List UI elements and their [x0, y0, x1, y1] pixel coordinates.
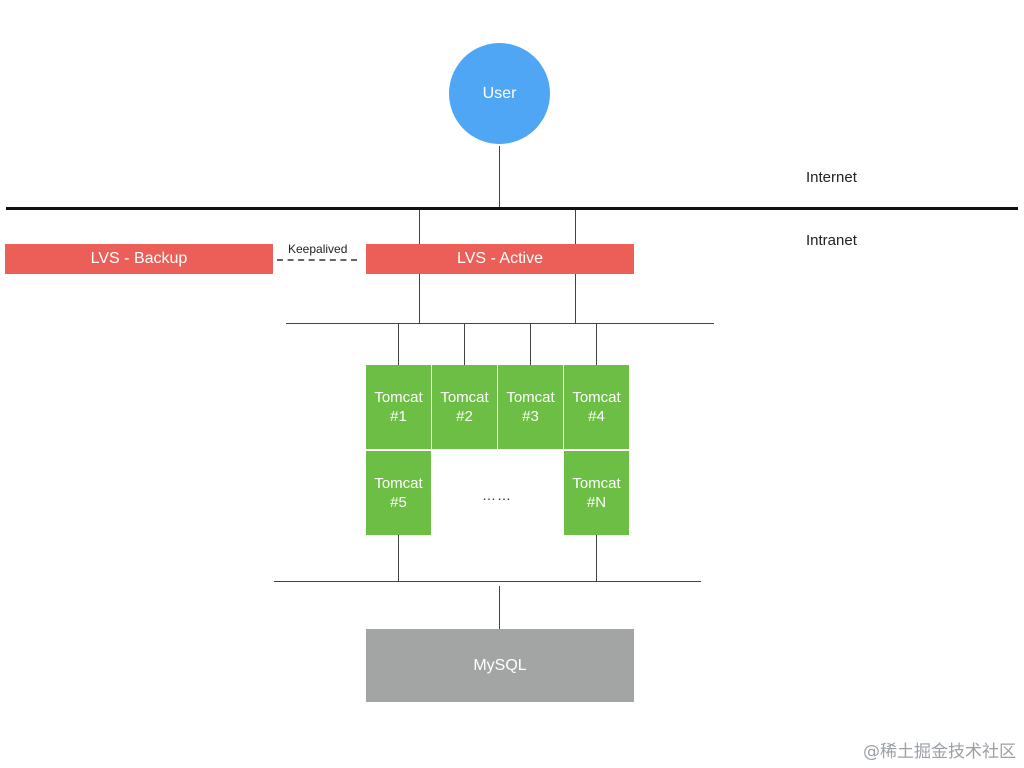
more-tomcats-ellipsis: …… [482, 487, 512, 503]
backbone-to-lvs-left [419, 210, 420, 244]
internet-backbone [6, 207, 1018, 210]
tomcat-name: Tomcat [374, 389, 423, 406]
watermark: @稀土掘金技术社区 [863, 742, 1016, 762]
tomcat-node: Tomcat #4 [564, 365, 629, 449]
user-connector [499, 146, 500, 208]
tomcat-id: #N [586, 494, 607, 511]
keepalived-label: Keepalived [288, 242, 348, 256]
tomcat-name: Tomcat [374, 475, 423, 492]
internet-label: Internet [806, 169, 857, 186]
tomcat-id: #3 [522, 408, 539, 425]
mysql-node: MySQL [366, 629, 634, 702]
tomcat-name: Tomcat [572, 475, 621, 492]
tomcat-name: Tomcat [572, 389, 621, 406]
lvs-backup-node: LVS - Backup [5, 244, 273, 274]
lvs-active-label: LVS - Active [457, 250, 543, 267]
tomcat-id: #1 [390, 408, 407, 425]
bus-drop-3 [530, 324, 531, 365]
tomcat-node: Tomcat #3 [498, 365, 563, 449]
lvs-down-left [419, 274, 420, 324]
mysql-label: MySQL [473, 656, 527, 674]
lvs-backup-label: LVS - Backup [90, 250, 188, 267]
bus-drop-2 [464, 324, 465, 365]
user-node: User [449, 43, 550, 144]
user-label: User [482, 84, 517, 102]
tomcat-id: #5 [390, 494, 407, 511]
tomcat-id: #2 [456, 408, 473, 425]
bus-to-mysql [499, 586, 500, 629]
tomcat-to-db-bus-right [596, 535, 597, 582]
upper-tomcat-bus [286, 323, 714, 324]
lvs-active-node: LVS - Active [366, 244, 634, 274]
tomcat-name: Tomcat [440, 389, 489, 406]
tomcat-to-db-bus-left [398, 535, 399, 582]
tomcat-node: Tomcat #2 [432, 365, 497, 449]
lower-db-bus [274, 581, 701, 582]
bus-drop-4 [596, 324, 597, 365]
lvs-down-right [575, 274, 576, 324]
tomcat-name: Tomcat [506, 389, 555, 406]
intranet-label: Intranet [806, 232, 857, 249]
tomcat-node: Tomcat #5 [366, 451, 431, 535]
tomcat-node: Tomcat #N [564, 451, 629, 535]
backbone-to-lvs-right [575, 210, 576, 244]
tomcat-node: Tomcat #1 [366, 365, 431, 449]
tomcat-id: #4 [588, 408, 605, 425]
bus-drop-1 [398, 324, 399, 365]
keepalived-link [277, 259, 357, 261]
